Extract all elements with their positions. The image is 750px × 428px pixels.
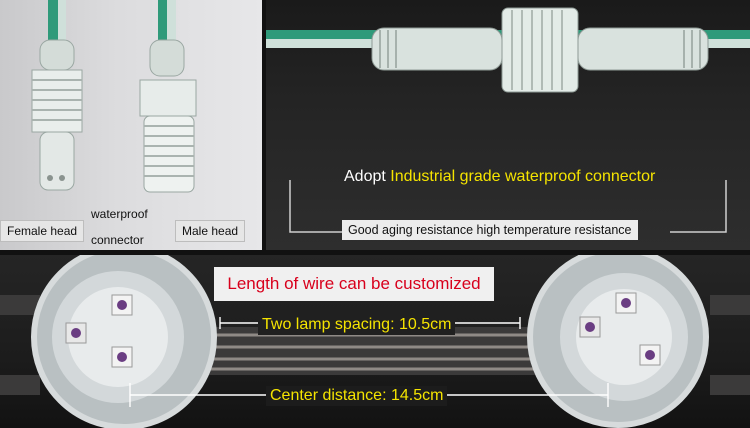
connector-photo-panel: Female head waterproof connector Male he… [0,0,262,250]
joined-connector-illustration [266,7,750,233]
headline-highlight: Industrial grade waterproof connector [390,168,656,185]
lamp-string-panel: Length of wire can be customized Two lam… [0,255,750,428]
headline: Adopt Industrial grade waterproof connec… [344,168,655,186]
headline-prefix: Adopt [344,168,391,185]
connector-pair-illustration [31,0,197,193]
subline-badge: Good aging resistance high temperature r… [342,220,638,240]
female-head-label: Female head [0,220,85,242]
right-led-lamp [527,255,709,428]
center-distance-label: Center distance: 14.5cm [266,386,448,406]
left-led-lamp [31,255,217,428]
male-connector-graphic [139,0,197,193]
male-head-label: Male head [175,220,246,242]
female-connector-graphic [31,0,83,191]
lamp-spacing-label: Two lamp spacing: 10.5cm [258,315,456,335]
wire-bundle [0,295,750,395]
waterproof-label-line1: waterproof [91,207,148,221]
wire-custom-note: Length of wire can be customized [214,267,494,301]
lamp-string-illustration [0,255,750,428]
connector-closeup-panel: Adopt Industrial grade waterproof connec… [266,0,750,250]
waterproof-label-line2: connector [91,233,144,247]
